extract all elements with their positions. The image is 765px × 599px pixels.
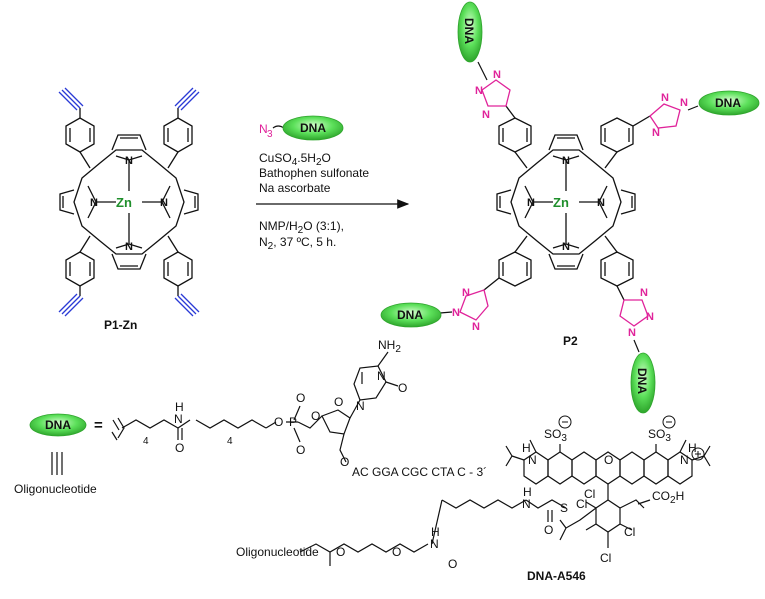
legend-o6: O xyxy=(334,395,343,409)
dye-so3-right: SO3 xyxy=(648,427,671,444)
dna-label-reagent: DNA xyxy=(300,121,326,135)
legend-o7: O xyxy=(398,381,407,395)
dye-minus-charge-right xyxy=(662,415,676,429)
legend-sequence: AC GGA CGC CTA C - 3´ xyxy=(352,465,487,479)
dye-o4: O xyxy=(544,523,553,537)
p1-n-bottom: N xyxy=(125,241,133,253)
dna-label-bottom-right: DNA xyxy=(635,368,649,394)
triazole2-n3: N xyxy=(680,97,688,109)
dye-oligo-label: Oligonucleotide xyxy=(236,545,319,559)
dye-h-left: H xyxy=(522,441,531,455)
azide-sub: 3 xyxy=(267,129,273,140)
dna-label-bottom-left: DNA xyxy=(397,308,423,322)
triazole1-n1: N xyxy=(475,85,483,97)
dye-o3: O xyxy=(448,557,457,571)
dye-hn-right: N xyxy=(680,453,689,467)
dye-cl4: Cl xyxy=(584,487,595,501)
legend-n3: N xyxy=(377,369,386,383)
dye-so3-left: SO3 xyxy=(544,427,567,444)
dye-nh2: N xyxy=(522,497,531,511)
dna-tag-bottom-left: DNA xyxy=(380,302,453,328)
triazole3-n1: N xyxy=(452,307,460,319)
dye-o1: O xyxy=(336,545,345,559)
legend-oligo: Oligonucleotide xyxy=(14,482,97,496)
dye-s: S xyxy=(560,501,568,515)
reagent-line5: N2, 37 ºC, 5 h. xyxy=(259,235,336,252)
legend-n2: N xyxy=(356,399,365,413)
p1-n-top: N xyxy=(125,155,133,167)
dna-tag-top-left: DNA xyxy=(457,1,488,81)
p2-n-bottom: N xyxy=(562,241,570,253)
dna-label-top-left: DNA xyxy=(462,18,476,44)
dye-o2: O xyxy=(392,545,401,559)
p1-n-left: N xyxy=(90,197,98,209)
azide-n: N xyxy=(259,122,268,136)
dye-co2h: CO2H xyxy=(652,489,684,506)
dye-cl2: Cl xyxy=(624,525,635,539)
reagent-line1: CuSO4.5H2O xyxy=(259,151,331,168)
reagent-line4: NMP/H2O (3:1), xyxy=(259,219,344,236)
p1-n-right: N xyxy=(160,197,168,209)
dna-a546-label: DNA-A546 xyxy=(527,569,586,583)
dye-h1: H xyxy=(431,525,440,539)
legend-n: N xyxy=(174,412,183,426)
legend-o8: O xyxy=(340,455,349,469)
legend-sub4a: 4 xyxy=(143,436,149,447)
triazole3-n2: N xyxy=(472,321,480,333)
triazole4-n3: N xyxy=(628,327,636,339)
p1-zn-atom: Zn xyxy=(116,195,132,210)
azide-dna-reagent: N 3 DNA xyxy=(259,115,344,141)
dna-tag-right: DNA xyxy=(687,90,760,116)
dna-label-legend: DNA xyxy=(45,418,71,432)
dye-h2: H xyxy=(523,485,532,499)
dye-cl1: Cl xyxy=(576,497,587,511)
dna-label-right: DNA xyxy=(715,96,741,110)
legend-h: H xyxy=(175,400,184,414)
legend-o2: O xyxy=(274,415,283,429)
legend-o3: O xyxy=(296,391,305,405)
legend-o4: O xyxy=(296,443,305,457)
p1-zn-porphyrin xyxy=(59,108,199,296)
triazole1-n2: N xyxy=(482,109,490,121)
dna-a546-structure xyxy=(299,439,711,566)
legend-sub4b: 4 xyxy=(227,436,233,447)
legend-p: P xyxy=(289,415,297,429)
legend-equals: = xyxy=(94,417,103,434)
reagent-line3: Na ascorbate xyxy=(259,181,331,195)
dna-ellipse-reagent xyxy=(282,115,344,141)
dye-minus-charge-left xyxy=(558,415,572,429)
triazole3-n3: N xyxy=(462,287,470,299)
triazole4-n2: N xyxy=(646,311,654,323)
legend-o1: O xyxy=(175,441,184,455)
legend-o5: O xyxy=(311,409,320,423)
p1-zn-label: P1-Zn xyxy=(104,318,137,332)
legend-nh2: NH2 xyxy=(378,338,401,355)
triazole4-n1: N xyxy=(640,287,648,299)
dye-nh1: N xyxy=(430,537,439,551)
dye-h-right: H xyxy=(688,441,697,455)
triazole-rings xyxy=(459,79,681,327)
dye-cl3: Cl xyxy=(600,551,611,565)
triazole2-n1: N xyxy=(661,92,669,104)
p2-label: P2 xyxy=(563,334,578,348)
p2-porphyrin xyxy=(483,105,651,301)
dye-o-xanthene: O xyxy=(604,453,613,467)
dna-tag-bottom-right: DNA xyxy=(630,339,656,414)
dye-hn-left: N xyxy=(528,453,537,467)
p2-n-top: N xyxy=(562,155,570,167)
triazole2-n2: N xyxy=(652,127,660,139)
p2-n-left: N xyxy=(527,197,535,209)
dye-plus-charge xyxy=(691,447,705,461)
reagent-line2: Bathophen sulfonate xyxy=(259,166,369,180)
dna-legend: DNA = Oligonucleotide 4 N H O 4 O P O xyxy=(14,338,487,496)
p2-n-right: N xyxy=(597,197,605,209)
p2-zn-atom: Zn xyxy=(553,195,569,210)
triazole1-n3: N xyxy=(493,69,501,81)
alkyne-groups xyxy=(58,87,200,317)
